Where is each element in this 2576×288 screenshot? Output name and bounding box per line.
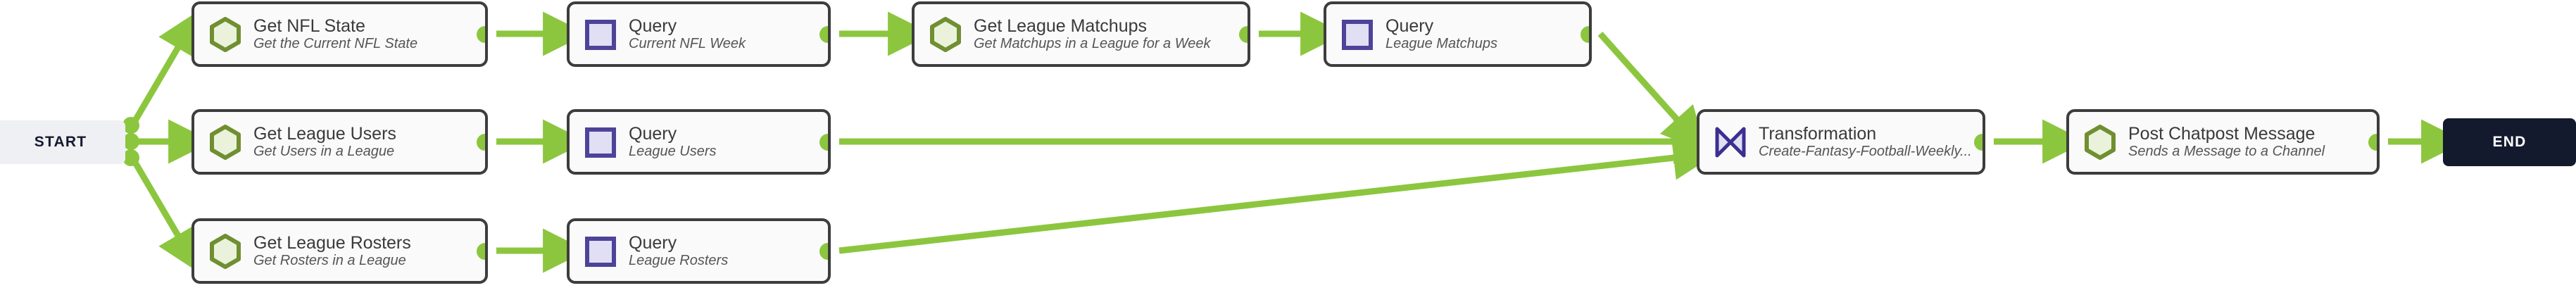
square-icon (585, 127, 616, 158)
square-icon (585, 236, 616, 267)
node-title: Post Chatpost Message (2128, 124, 2316, 144)
node-title: Query (1386, 16, 1434, 37)
node-title: Query (629, 233, 677, 253)
node-title: Get League Rosters (253, 233, 411, 253)
node-title: Query (629, 16, 677, 37)
hexagon-icon (2085, 124, 2116, 160)
node-icon-wrap (207, 124, 244, 161)
node-title: Get NFL State (253, 16, 365, 37)
node-title: Get League Users (253, 124, 396, 144)
node-icon-wrap (1339, 16, 1376, 53)
edge-start-to-get-nfl-state (130, 9, 201, 127)
edge-query-rosters-to-transformation (838, 135, 1718, 254)
node-output-port[interactable] (477, 133, 485, 151)
node-icon-wrap (1712, 124, 1749, 161)
square-icon (585, 19, 616, 50)
hexagon-icon (210, 16, 241, 52)
node-subtitle: League Matchups (1386, 36, 1498, 52)
node-icon-wrap (207, 233, 244, 270)
start-label: START (34, 134, 87, 150)
hexagon-icon (210, 124, 241, 160)
node-subtitle: Get Users in a League (253, 144, 395, 160)
end-label: END (2492, 134, 2527, 150)
node-output-port[interactable] (477, 242, 485, 260)
start-node[interactable]: START (0, 120, 125, 164)
node-icon-wrap (927, 16, 964, 53)
end-node[interactable]: END (2443, 118, 2576, 166)
node-output-port[interactable] (1581, 25, 1589, 43)
square-icon (1342, 19, 1373, 50)
node-title: Query (629, 124, 677, 144)
node-subtitle: Create-Fantasy-Football-Weekly... (1759, 144, 1972, 160)
node-output-port[interactable] (819, 25, 828, 43)
bowtie-icon (1715, 127, 1746, 157)
node-icon-wrap (2082, 124, 2118, 161)
node-output-port[interactable] (2368, 133, 2377, 151)
node-output-port[interactable] (1974, 133, 1983, 151)
hexagon-icon (210, 233, 241, 269)
node-subtitle: Get Matchups in a League for a Week (974, 36, 1211, 52)
node-title: Transformation (1759, 124, 1877, 144)
node-subtitle: Get the Current NFL State (253, 36, 418, 52)
node-icon-wrap (582, 124, 619, 161)
node-icon-wrap (207, 16, 244, 53)
node-icon-wrap (582, 16, 619, 53)
node-output-port[interactable] (819, 242, 828, 260)
node-subtitle: Get Rosters in a League (253, 253, 406, 269)
hexagon-icon (930, 16, 961, 52)
node-title: Get League Matchups (974, 16, 1147, 37)
edge-query-matchups-to-transformation (1597, 31, 1707, 152)
node-subtitle: Sends a Message to a Channel (2128, 144, 2325, 160)
node-output-port[interactable] (1239, 25, 1248, 43)
node-subtitle: Current NFL Week (629, 36, 746, 52)
node-subtitle: League Users (629, 144, 717, 160)
edge-start-to-get-league-rosters (130, 156, 201, 274)
node-output-port[interactable] (819, 133, 828, 151)
node-subtitle: League Rosters (629, 253, 729, 269)
node-output-port[interactable] (477, 25, 485, 43)
node-icon-wrap (582, 233, 619, 270)
